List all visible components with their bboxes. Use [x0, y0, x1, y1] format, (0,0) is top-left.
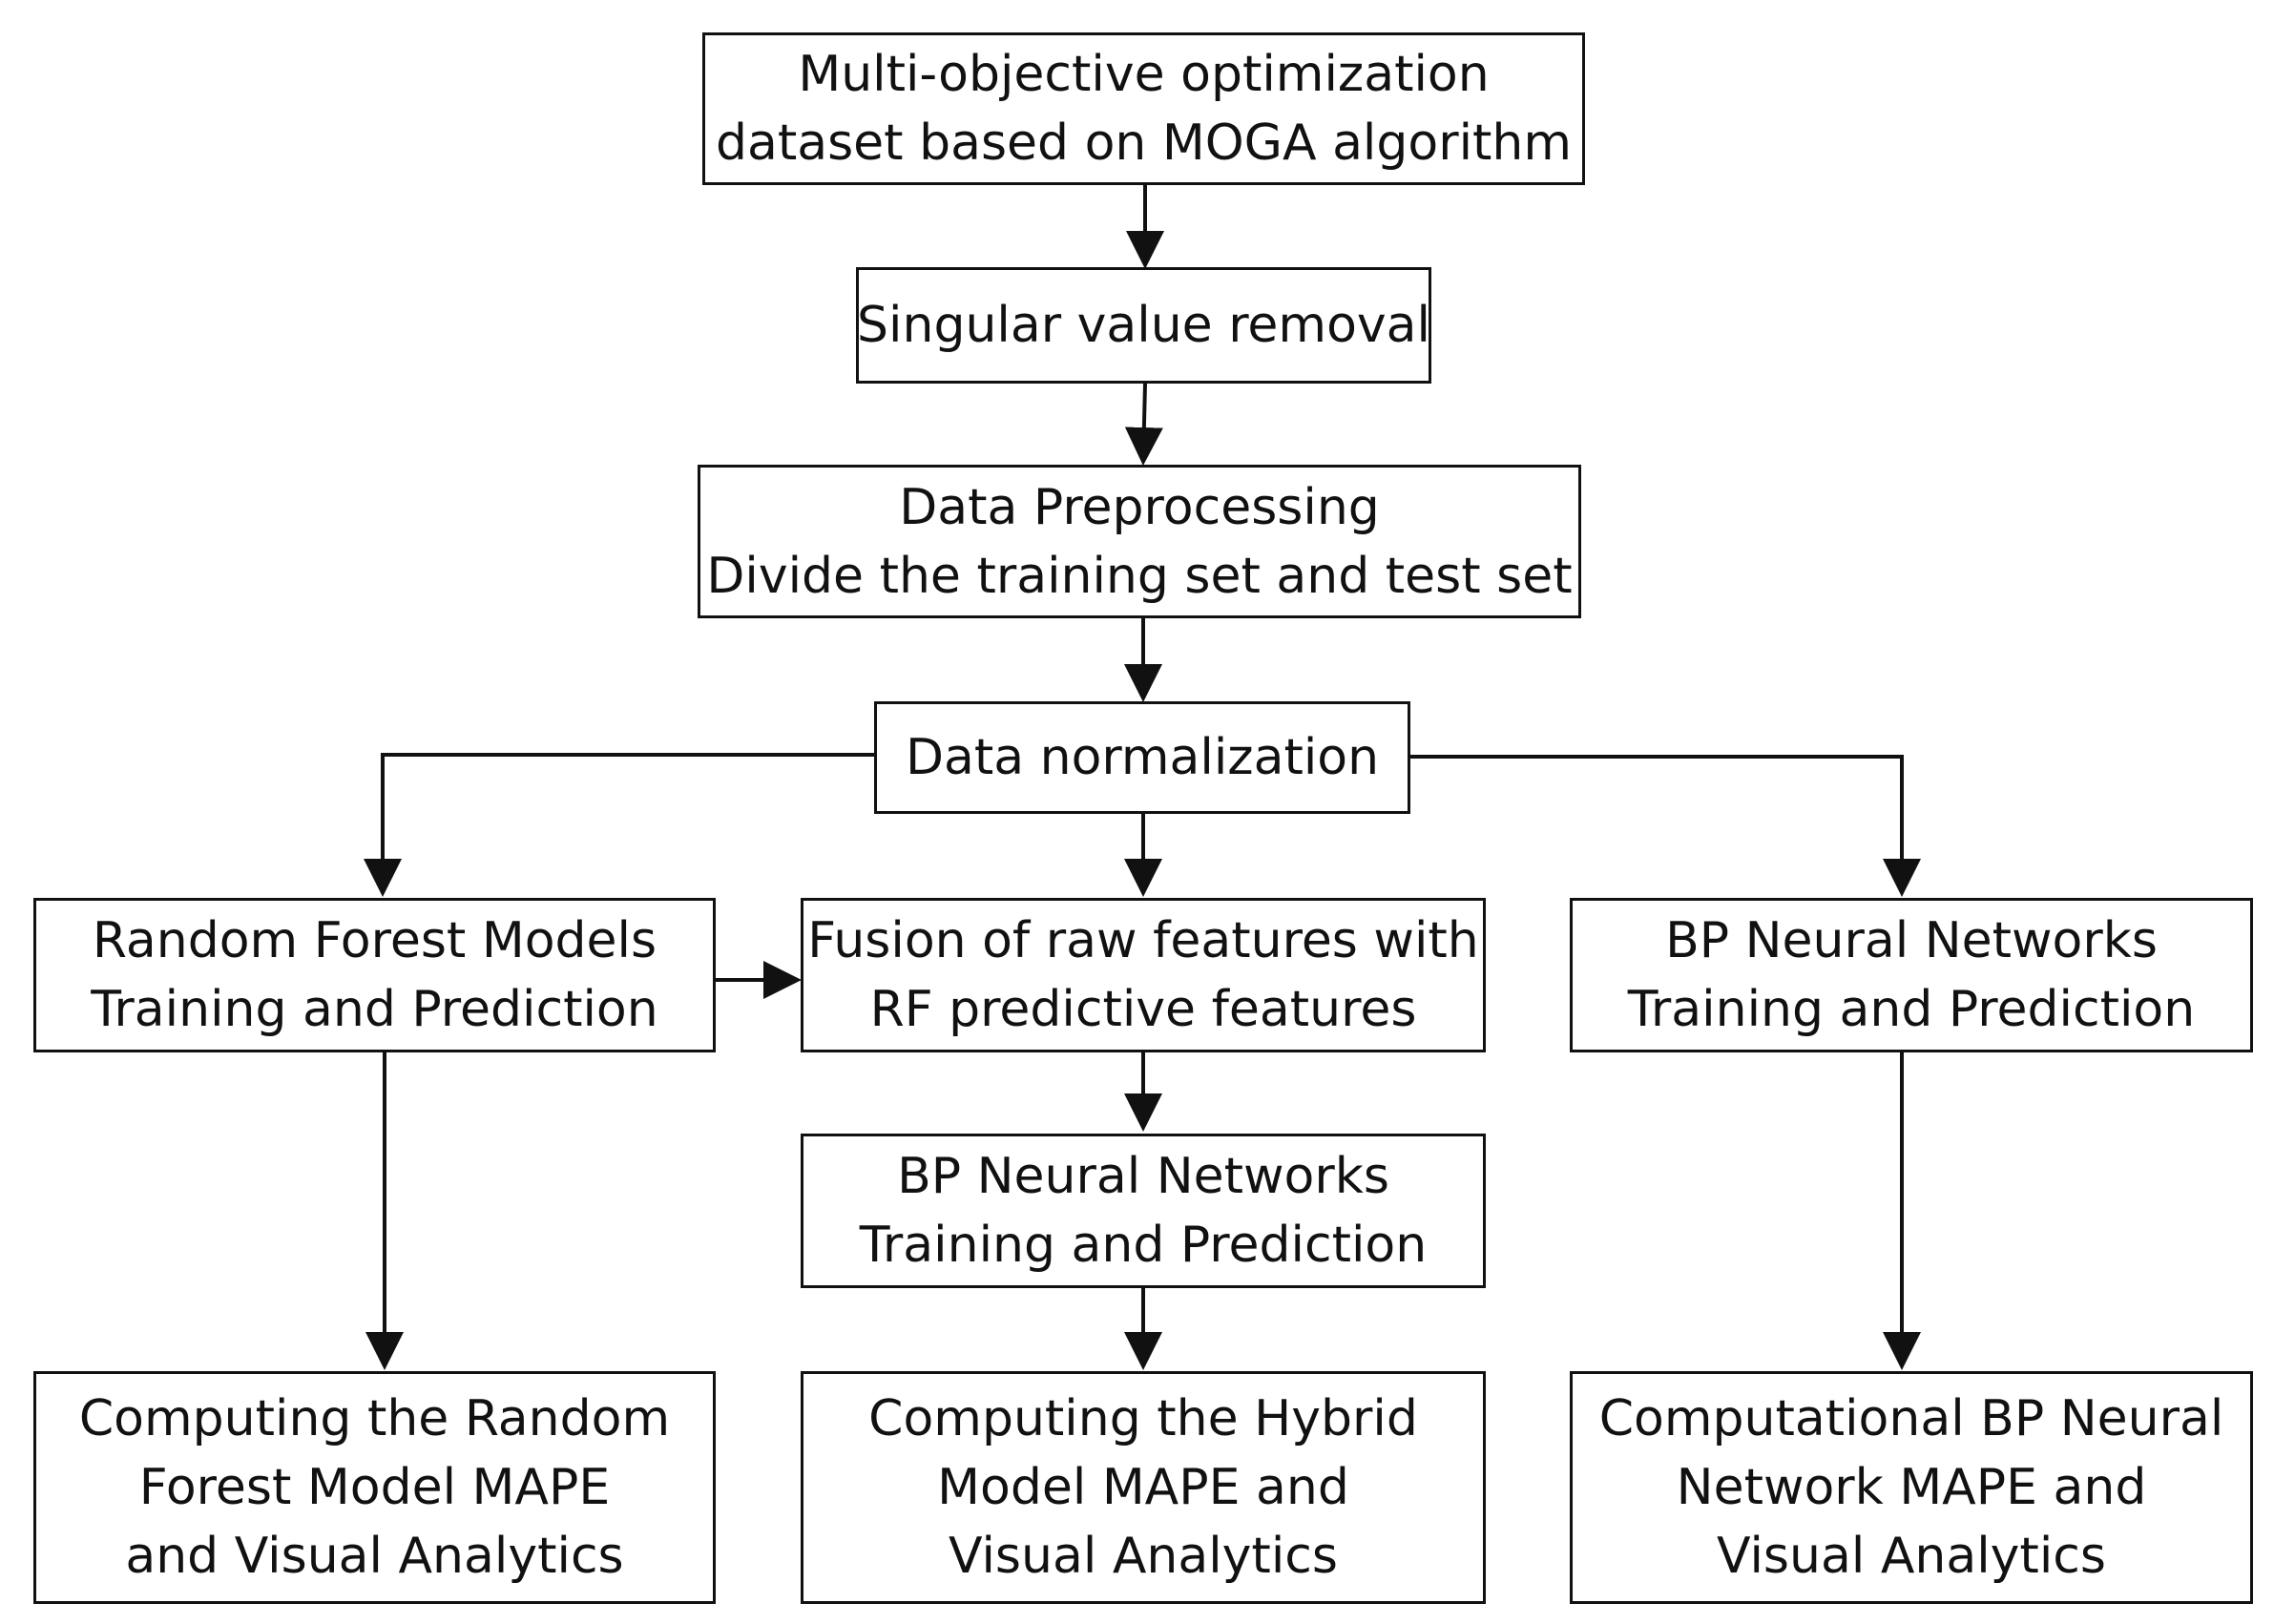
- node-moga-dataset-line-1: Multi-objective optimization: [798, 46, 1490, 103]
- node-bp-neural-network-middle: BP Neural Networks Training and Predicti…: [801, 1134, 1486, 1288]
- arrow-normalization-to-bp-right: [1410, 755, 1921, 897]
- node-rf-mape-line-3: and Visual Analytics: [125, 1528, 624, 1585]
- node-data-preprocessing: Data Preprocessing Divide the training s…: [698, 465, 1581, 618]
- node-feature-fusion-line-1: Fusion of raw features with: [807, 912, 1479, 969]
- node-bp-neural-network-right: BP Neural Networks Training and Predicti…: [1570, 898, 2253, 1052]
- node-singular-value-removal-line-1: Singular value removal: [857, 297, 1430, 354]
- node-moga-dataset-line-2: dataset based on MOGA algorithm: [715, 115, 1573, 172]
- node-data-normalization-line-1: Data normalization: [905, 729, 1380, 786]
- node-bp-mape-line-1: Computational BP Neural: [1598, 1390, 2224, 1447]
- node-hybrid-mape-line-2: Model MAPE and: [937, 1459, 1349, 1516]
- node-data-preprocessing-line-2: Divide the training set and test set: [706, 547, 1573, 605]
- node-bp-mape: Computational BP Neural Network MAPE and…: [1570, 1371, 2253, 1604]
- node-moga-dataset: Multi-objective optimization dataset bas…: [702, 32, 1585, 185]
- node-data-normalization: Data normalization: [874, 701, 1410, 814]
- node-bp-neural-network-right-line-2: Training and Prediction: [1627, 981, 2196, 1038]
- node-feature-fusion: Fusion of raw features with RF predictiv…: [801, 898, 1486, 1052]
- node-random-forest-line-1: Random Forest Models: [92, 912, 657, 969]
- node-feature-fusion-line-2: RF predictive features: [869, 981, 1417, 1038]
- node-data-preprocessing-line-1: Data Preprocessing: [899, 478, 1380, 536]
- node-hybrid-mape-line-3: Visual Analytics: [949, 1528, 1338, 1585]
- node-hybrid-mape-line-1: Computing the Hybrid: [868, 1390, 1418, 1447]
- node-bp-neural-network-right-line-1: BP Neural Networks: [1665, 912, 2158, 969]
- node-rf-mape: Computing the Random Forest Model MAPE a…: [33, 1371, 716, 1604]
- node-random-forest-line-2: Training and Prediction: [91, 981, 658, 1038]
- node-bp-neural-network-middle-line-2: Training and Prediction: [859, 1217, 1428, 1274]
- arrow-normalization-to-random-forest: [364, 753, 874, 897]
- node-singular-value-removal: Singular value removal: [856, 267, 1431, 384]
- node-rf-mape-line-2: Forest Model MAPE: [138, 1459, 611, 1516]
- node-random-forest: Random Forest Models Training and Predic…: [33, 898, 716, 1052]
- node-hybrid-mape: Computing the Hybrid Model MAPE and Visu…: [801, 1371, 1486, 1604]
- node-bp-neural-network-middle-line-1: BP Neural Networks: [897, 1148, 1389, 1205]
- node-bp-mape-line-3: Visual Analytics: [1717, 1528, 2106, 1585]
- node-rf-mape-line-1: Computing the Random: [78, 1390, 671, 1447]
- node-bp-mape-line-2: Network MAPE and: [1676, 1459, 2147, 1516]
- arrow-singular-to-preprocessing: [1124, 383, 1163, 466]
